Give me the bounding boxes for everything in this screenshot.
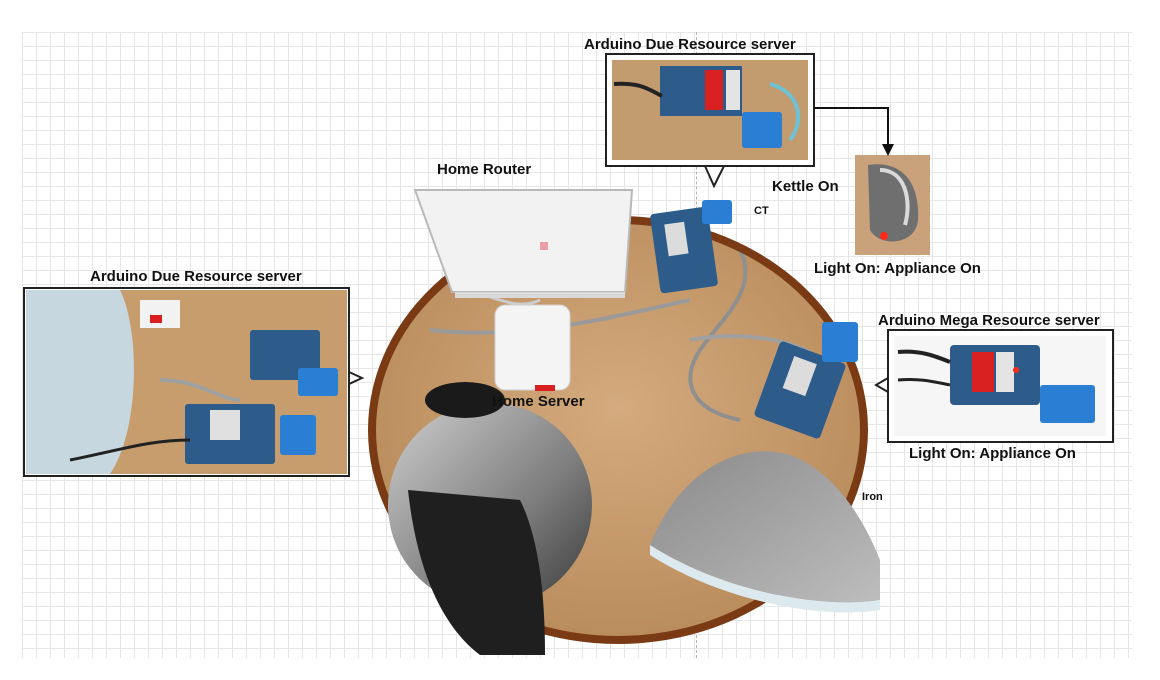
label-iron: Iron <box>862 491 883 503</box>
arduino-due-board-table <box>650 200 732 294</box>
label-light-on-right: Light On: Appliance On <box>909 445 1076 462</box>
photo-right-mega-server <box>874 329 1114 443</box>
kettle <box>388 382 592 655</box>
label-kettle-on: Kettle On <box>772 178 839 195</box>
iron <box>650 451 880 613</box>
label-light-on-top: Light On: Appliance On <box>814 260 981 277</box>
label-ct: CT <box>754 205 769 217</box>
home-server <box>494 304 571 391</box>
arrow-head <box>882 144 894 156</box>
photo-left-due-server <box>23 287 365 477</box>
arduino-mega-board-table <box>754 322 858 439</box>
label-home-server: Home Server <box>492 393 585 410</box>
label-top-due-server: Arduino Due Resource server <box>584 36 796 53</box>
label-left-due-server: Arduino Due Resource server <box>90 268 302 285</box>
photo-kettle-on <box>855 155 930 255</box>
label-home-router: Home Router <box>437 161 532 178</box>
home-router <box>413 189 634 298</box>
photo-top-due-server <box>605 53 815 189</box>
arrow-to-kettle <box>814 107 889 146</box>
label-mega-server: Arduino Mega Resource server <box>878 312 1100 329</box>
